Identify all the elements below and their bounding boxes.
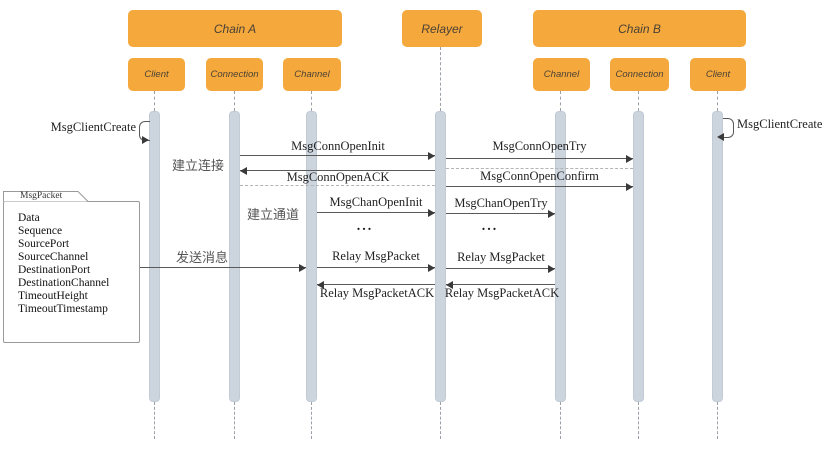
- arrowhead-right-icon: [428, 152, 435, 160]
- arrowhead-right-icon: [626, 183, 633, 191]
- activation-bar-client-a: [149, 111, 160, 402]
- participant-client-a-label: Client: [144, 69, 169, 80]
- participant-connection-b-label: Connection: [615, 69, 664, 80]
- lifeline-stub-client-b: [717, 91, 718, 111]
- msg-packet-note: [3, 201, 140, 343]
- participant-client-b-label: Client: [705, 69, 731, 80]
- lifeline-stub-channel-b: [560, 91, 561, 111]
- participant-connection-b: Connection: [610, 58, 669, 91]
- annotation-send-message: 发送消息: [176, 250, 229, 265]
- note-field: Sequence: [18, 225, 63, 237]
- annotation-establish-channel: 建立通道: [247, 207, 300, 222]
- actor-relayer: Relayer: [402, 10, 482, 47]
- msg-client-create-a-label: MsgClientCreate: [50, 120, 136, 134]
- lifeline-stub-channel-a: [311, 91, 312, 111]
- msg-conn-open-ack-arrow: [240, 167, 435, 175]
- msg-conn-open-ack-label: MsgConnOpenACK: [286, 170, 390, 184]
- lifeline-stub-connection-b: [638, 91, 639, 111]
- ellipsis-right: ...: [481, 219, 499, 234]
- msg-conn-open-init-label: MsgConnOpenInit: [291, 139, 385, 153]
- annotation-establish-connection: 建立连接: [172, 158, 225, 173]
- arrowhead-right-icon: [626, 155, 633, 163]
- activation-bar-connection-b: [633, 111, 644, 402]
- msg-conn-open-try-label: MsgConnOpenTry: [492, 139, 587, 153]
- lifeline-tail-connection-b: [638, 402, 639, 439]
- msg-chan-open-init-arrow: [317, 209, 435, 217]
- msg-conn-open-confirm-arrow: [446, 183, 633, 191]
- lifeline-tail-channel-a: [311, 402, 312, 439]
- actor-chain-b-label: Chain B: [618, 21, 661, 36]
- msg-client-create-b-label: MsgClientCreate: [737, 117, 823, 131]
- msg-conn-open-try-arrow: [446, 155, 633, 163]
- relay-msg-packet-right-label: Relay MsgPacket: [457, 250, 545, 264]
- lifeline-tail-client-a: [154, 402, 155, 439]
- note-field-list: Data Sequence SourcePort SourceChannel D…: [18, 212, 109, 316]
- actor-chain-a: Chain A: [128, 10, 342, 47]
- arrowhead-right-icon: [428, 264, 435, 272]
- arrowhead-right-icon: [299, 264, 306, 272]
- msg-chan-open-try-arrow: [446, 210, 555, 218]
- participant-channel-b: Channel: [533, 58, 590, 91]
- msg-chan-open-init-label: MsgChanOpenInit: [329, 195, 423, 209]
- note-field: SourceChannel: [18, 251, 89, 263]
- participant-channel-b-label: Channel: [543, 69, 580, 80]
- relay-msg-packet-ack-right-arrow: [446, 281, 555, 289]
- note-to-channel-arrow: [140, 264, 306, 272]
- note-field: DestinationChannel: [18, 277, 110, 289]
- relay-msg-packet-right-arrow: [446, 265, 555, 273]
- msg-client-create-a-arrowhead: [142, 136, 149, 144]
- note-field: SourcePort: [18, 238, 70, 250]
- note-field: Data: [18, 212, 40, 224]
- actor-chain-a-label: Chain A: [213, 21, 257, 36]
- relay-msg-packet-ack-left-label: Relay MsgPacketACK: [319, 286, 435, 300]
- lifeline-stub-client-a: [154, 91, 155, 111]
- arrowhead-left-icon: [446, 281, 453, 289]
- note-title: MsgPacket: [20, 191, 63, 201]
- participant-client-a: Client: [128, 58, 185, 91]
- activation-bar-channel-b: [555, 111, 566, 402]
- actor-chain-b: Chain B: [533, 10, 746, 47]
- arrowhead-left-icon: [317, 281, 324, 289]
- activation-bar-client-b: [712, 111, 723, 402]
- activation-bar-connection-a: [229, 111, 240, 402]
- lifeline-tail-connection-a: [234, 402, 235, 439]
- conn-return-dashed-left: [240, 185, 435, 186]
- note-field: TimeoutHeight: [18, 290, 88, 302]
- msg-client-create-b-loop: [723, 118, 734, 138]
- activation-bar-channel-a: [306, 111, 317, 402]
- participant-connection-a: Connection: [206, 58, 263, 91]
- participant-channel-a-label: Channel: [294, 69, 330, 80]
- arrowhead-right-icon: [548, 265, 555, 273]
- arrowhead-left-icon: [240, 167, 247, 175]
- activation-bar-relayer: [435, 111, 446, 402]
- arrowhead-right-icon: [548, 210, 555, 218]
- lifeline-tail-client-b: [717, 402, 718, 439]
- msg-client-create-b-arrowhead: [717, 133, 724, 141]
- relay-msg-packet-ack-right-label: Relay MsgPacketACK: [444, 286, 560, 300]
- msg-conn-open-init-arrow: [240, 152, 435, 160]
- relay-msg-packet-left-arrow: [317, 264, 435, 272]
- participant-channel-a: Channel: [283, 58, 341, 91]
- lifeline-tail-channel-b: [560, 402, 561, 439]
- note-field: TimeoutTimestamp: [18, 303, 108, 315]
- msg-chan-open-try-label: MsgChanOpenTry: [454, 196, 548, 210]
- participant-connection-a-label: Connection: [210, 69, 259, 80]
- conn-return-dashed-right: [446, 168, 633, 169]
- lifeline-tail-relayer: [440, 402, 441, 439]
- actor-relayer-label: Relayer: [421, 21, 463, 36]
- lifeline-stub-connection-a: [234, 91, 235, 111]
- note-field: DestinationPort: [18, 264, 91, 276]
- msg-conn-open-confirm-label: MsgConnOpenConfirm: [480, 169, 599, 183]
- relay-msg-packet-left-label: Relay MsgPacket: [332, 249, 420, 263]
- participant-client-b: Client: [690, 58, 746, 91]
- arrowhead-right-icon: [428, 209, 435, 217]
- relay-msg-packet-ack-left-arrow: [317, 281, 435, 289]
- lifeline-stub-relayer: [440, 47, 441, 111]
- note-tab-shape: [3, 191, 89, 202]
- ellipsis-left: ...: [356, 219, 374, 234]
